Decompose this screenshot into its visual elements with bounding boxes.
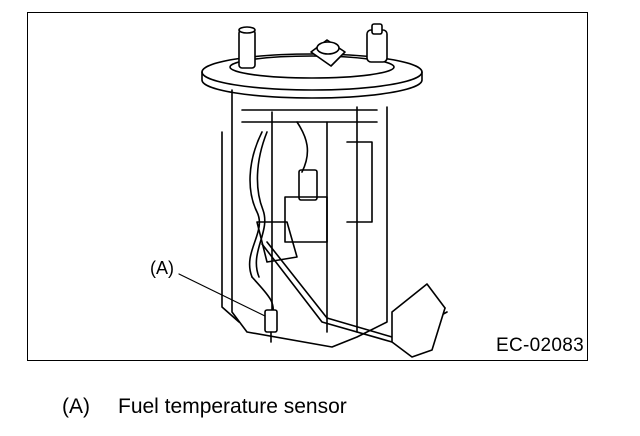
- pump-flange: [201, 53, 423, 99]
- legend-key: (A): [62, 395, 90, 418]
- fuel-level-float: [261, 241, 448, 358]
- outlet-pipes: [238, 23, 388, 69]
- figure-frame: [27, 12, 588, 361]
- fuel-temperature-sensor: [264, 309, 278, 343]
- legend-text: Fuel temperature sensor: [118, 395, 347, 418]
- pump-body: [221, 89, 388, 348]
- legend: (A) Fuel temperature sensor: [62, 395, 347, 419]
- figure-code: EC-02083: [496, 335, 584, 356]
- wiring-harness: [248, 121, 309, 318]
- fuel-pump-assembly-illustration: [178, 23, 448, 358]
- callout-label: (A): [150, 258, 174, 278]
- callout-leader-line: [178, 273, 266, 317]
